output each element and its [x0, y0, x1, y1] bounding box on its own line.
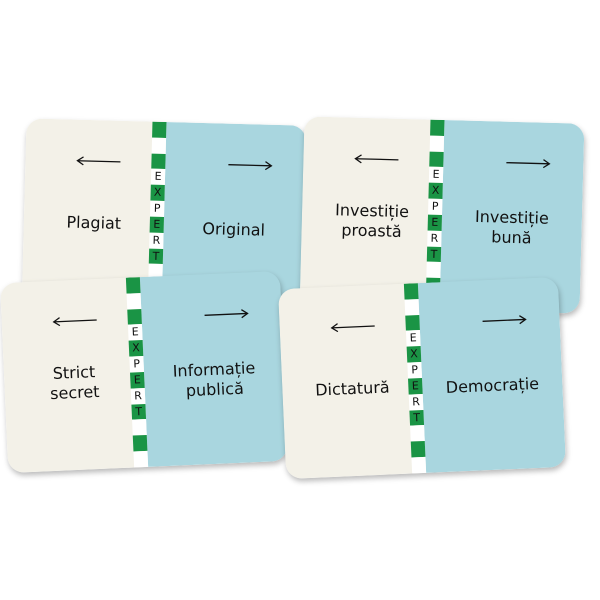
- arrow-right-icon: [506, 159, 551, 169]
- right-word: Original: [202, 219, 266, 241]
- arrow-left-icon: [354, 154, 399, 164]
- arrow-left-icon: [52, 317, 97, 327]
- left-word: Investiție proastă: [334, 199, 410, 241]
- left-word: Plagiat: [66, 212, 122, 233]
- right-word: Informație publică: [172, 358, 256, 401]
- arrow-right-icon: [482, 315, 527, 325]
- arrow-right-icon: [228, 161, 273, 171]
- arrow-left-icon: [76, 156, 121, 166]
- arrow-right-icon: [204, 309, 249, 319]
- left-word: Strict secret: [49, 361, 100, 403]
- arrow-left-icon: [330, 323, 375, 333]
- right-word: Investiție bună: [474, 207, 550, 248]
